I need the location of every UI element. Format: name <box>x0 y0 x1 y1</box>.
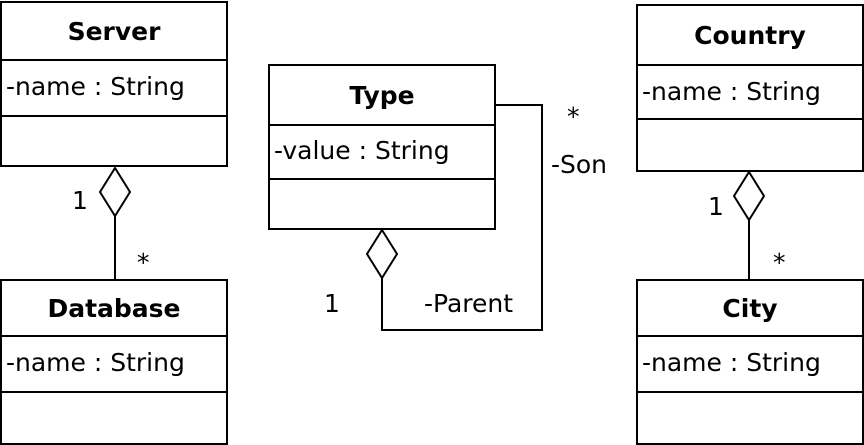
server-aggregation-diamond <box>98 166 132 218</box>
class-operations <box>270 180 494 228</box>
class-country[interactable]: Country -name : String <box>636 4 864 172</box>
type-parent-multiplicity: 1 <box>324 289 340 318</box>
type-son-multiplicity: * <box>567 102 580 131</box>
class-type[interactable]: Type -value : String <box>268 64 496 230</box>
class-name: Database <box>2 281 226 337</box>
class-attribute: -name : String <box>2 61 226 117</box>
type-aggregation-diamond <box>365 228 399 280</box>
class-attribute: -name : String <box>2 337 226 393</box>
class-city[interactable]: City -name : String <box>636 279 864 445</box>
class-attribute: -value : String <box>270 126 494 180</box>
class-operations <box>2 393 226 443</box>
class-attribute: -name : String <box>638 337 862 393</box>
class-name: Server <box>2 3 226 61</box>
type-son-role: -Son <box>551 150 608 179</box>
server-multiplicity: 1 <box>72 186 88 215</box>
class-database[interactable]: Database -name : String <box>0 279 228 445</box>
class-name: City <box>638 281 862 337</box>
class-operations <box>638 393 862 443</box>
class-attribute: -name : String <box>638 66 862 120</box>
database-multiplicity: * <box>137 248 150 277</box>
class-operations <box>2 117 226 165</box>
type-parent-role: -Parent <box>424 289 514 318</box>
class-operations <box>638 120 862 170</box>
country-aggregation-diamond <box>732 170 766 222</box>
city-multiplicity: * <box>773 248 786 277</box>
country-multiplicity: 1 <box>708 192 724 221</box>
class-server[interactable]: Server -name : String <box>0 1 228 167</box>
type-self-link <box>381 104 543 331</box>
class-name: Country <box>638 6 862 66</box>
class-name: Type <box>270 66 494 126</box>
